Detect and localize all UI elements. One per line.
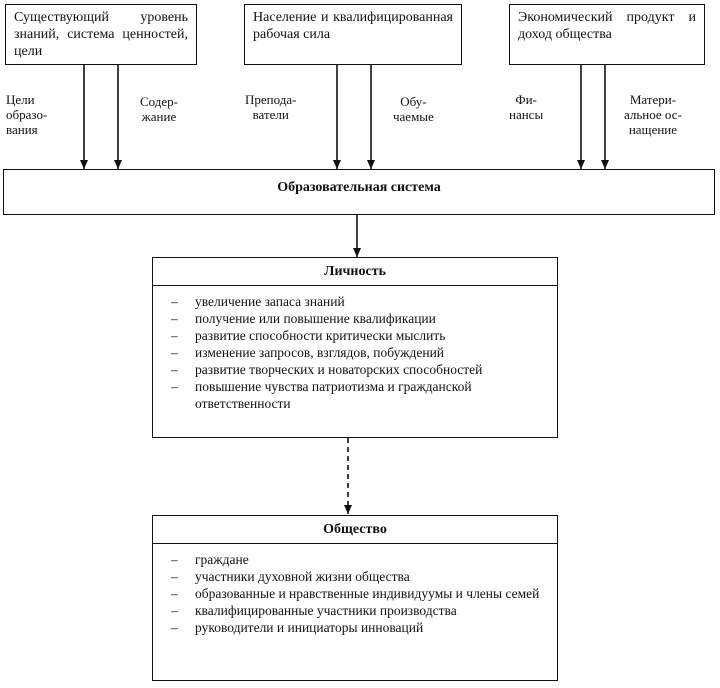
source-box-economy: Экономический продукт и доход общества bbox=[509, 4, 705, 65]
society-list: – граждане – участники духовной жизни обще… bbox=[153, 544, 557, 636]
dash-bullet: – bbox=[171, 552, 178, 567]
society-box: Общество – граждане – участники духовной ж… bbox=[152, 515, 558, 681]
list-item-text: граждане bbox=[195, 552, 249, 567]
list-item: – участники духовной жизни общества bbox=[171, 568, 545, 585]
dash-bullet: – bbox=[171, 311, 178, 326]
dash-bullet: – bbox=[171, 603, 178, 618]
dash-bullet: – bbox=[171, 620, 178, 635]
personality-box: Личность – увеличение запаса знаний – полу… bbox=[152, 257, 558, 438]
list-item: – развитие способности критически мыслить bbox=[171, 327, 545, 344]
flow-label-content: Содер- жание bbox=[140, 94, 179, 124]
list-item-text: образованные и нравственные индивидуумы … bbox=[195, 586, 540, 601]
education-system-title: Образовательная система bbox=[277, 180, 441, 195]
list-item-text: получение или повышение квалификации bbox=[195, 311, 436, 326]
dash-bullet: – bbox=[171, 569, 178, 584]
list-item: – увеличение запаса знаний bbox=[171, 293, 545, 310]
dash-bullet: – bbox=[171, 328, 178, 343]
list-item-text: повышение чувства патриотизма и гражданс… bbox=[195, 379, 472, 411]
dash-bullet: – bbox=[171, 362, 178, 377]
list-item: – получение или повышение квалификации bbox=[171, 310, 545, 327]
list-item-text: увеличение запаса знаний bbox=[195, 294, 345, 309]
flow-label-goals: Цели образо- вания bbox=[6, 92, 48, 137]
education-system-box: Образовательная система bbox=[3, 169, 715, 215]
dash-bullet: – bbox=[171, 294, 178, 309]
list-item: – развитие творческих и новаторских спосо… bbox=[171, 361, 545, 378]
flow-label-finance: Фи- нансы bbox=[509, 92, 544, 122]
personality-list: – увеличение запаса знаний – получение или… bbox=[153, 286, 557, 412]
list-item: – руководители и инициаторы инноваций bbox=[171, 619, 545, 636]
source-box-economy-text: Экономический продукт и доход общества bbox=[518, 10, 696, 42]
flow-label-learners: Обу- чаемые bbox=[393, 94, 434, 124]
flow-label-teachers: Препода- ватели bbox=[245, 92, 297, 122]
dash-bullet: – bbox=[171, 586, 178, 601]
list-item-text: изменение запросов, взглядов, побуждений bbox=[195, 345, 445, 360]
source-box-population-text: Население и квалифицированная рабочая си… bbox=[253, 10, 453, 42]
list-item: – образованные и нравственные индивидуумы… bbox=[171, 585, 545, 602]
source-box-population: Население и квалифицированная рабочая си… bbox=[244, 4, 462, 65]
flow-label-equipment: Матери- альное ос- нащение bbox=[624, 92, 682, 137]
list-item: – изменение запросов, взглядов, побуждени… bbox=[171, 344, 545, 361]
society-title: Общество bbox=[153, 516, 557, 544]
dash-bullet: – bbox=[171, 345, 178, 360]
dash-bullet: – bbox=[171, 379, 178, 394]
list-item-text: руководители и инициаторы инноваций bbox=[195, 620, 424, 635]
list-item: – повышение чувства патриотизма и граждан… bbox=[171, 378, 545, 412]
source-box-knowledge-text: Существующий уровень знаний, система цен… bbox=[14, 10, 188, 59]
list-item-text: развитие творческих и новаторских способ… bbox=[195, 362, 483, 377]
source-box-knowledge: Существующий уровень знаний, система цен… bbox=[5, 4, 197, 65]
list-item: – граждане bbox=[171, 551, 545, 568]
list-item-text: участники духовной жизни общества bbox=[195, 569, 410, 584]
personality-title: Личность bbox=[153, 258, 557, 286]
list-item-text: развитие способности критически мыслить bbox=[195, 328, 446, 343]
list-item: – квалифицированные участники производств… bbox=[171, 602, 545, 619]
list-item-text: квалифицированные участники производства bbox=[195, 603, 457, 618]
